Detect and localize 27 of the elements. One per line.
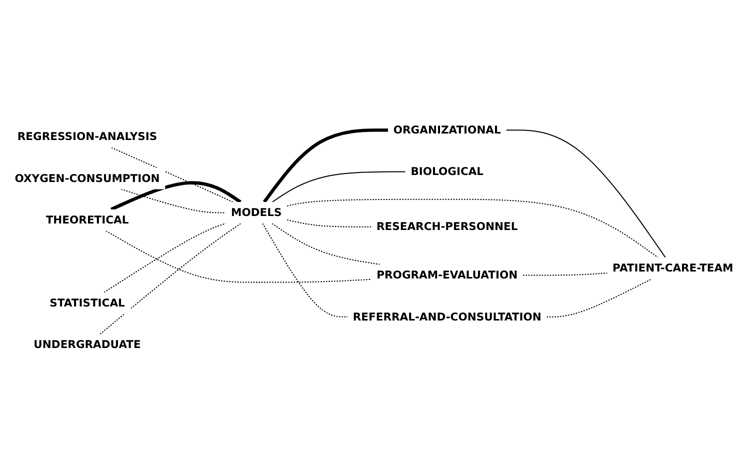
connector bbox=[286, 219, 372, 228]
node-text: PROGRAM-EVALUATION bbox=[376, 268, 518, 282]
connector bbox=[100, 223, 242, 334]
node-text: PATIENT-CARE-TEAM bbox=[612, 262, 734, 274]
connector bbox=[506, 130, 666, 258]
connector bbox=[272, 223, 380, 266]
connector bbox=[106, 230, 372, 283]
connector bbox=[286, 198, 658, 258]
connector bbox=[272, 171, 406, 202]
connector bbox=[262, 128, 388, 204]
node-text: REGRESSION-ANALYSIS bbox=[17, 130, 158, 143]
node-text: UNDERGRADUATE bbox=[34, 338, 141, 351]
connector bbox=[262, 223, 348, 318]
network-diagram: THEORETICAL ORGANIZATIONAL REGRESSION-ANALYSIS BIOLOGICAL OXYGEN-CONSUMPTION MODELS PROGRAM-EVALUATION STATISTICAL PATIENT-CARE-TEAM UNDERGRADUATE RESEARCH-PERSONNEL REFERRAL-AND-CONSULTATION bbox=[4, 114, 744, 361]
connector bbox=[121, 188, 226, 214]
connector bbox=[111, 147, 234, 202]
connector bbox=[110, 181, 242, 211]
connector bbox=[546, 278, 652, 318]
connector bbox=[104, 222, 226, 293]
node-text: ORGANIZATIONAL bbox=[393, 123, 501, 136]
node-text: RESEARCH-PERSONNEL bbox=[376, 220, 518, 233]
node-text: STATISTICAL bbox=[50, 296, 125, 310]
node-text: MODELS bbox=[230, 206, 282, 219]
node-text: BIOLOGICAL bbox=[410, 165, 484, 178]
connector bbox=[522, 272, 608, 276]
node-text: THEORETICAL bbox=[46, 213, 129, 226]
node-text: REFERRAL-AND-CONSULTATION bbox=[352, 310, 542, 323]
